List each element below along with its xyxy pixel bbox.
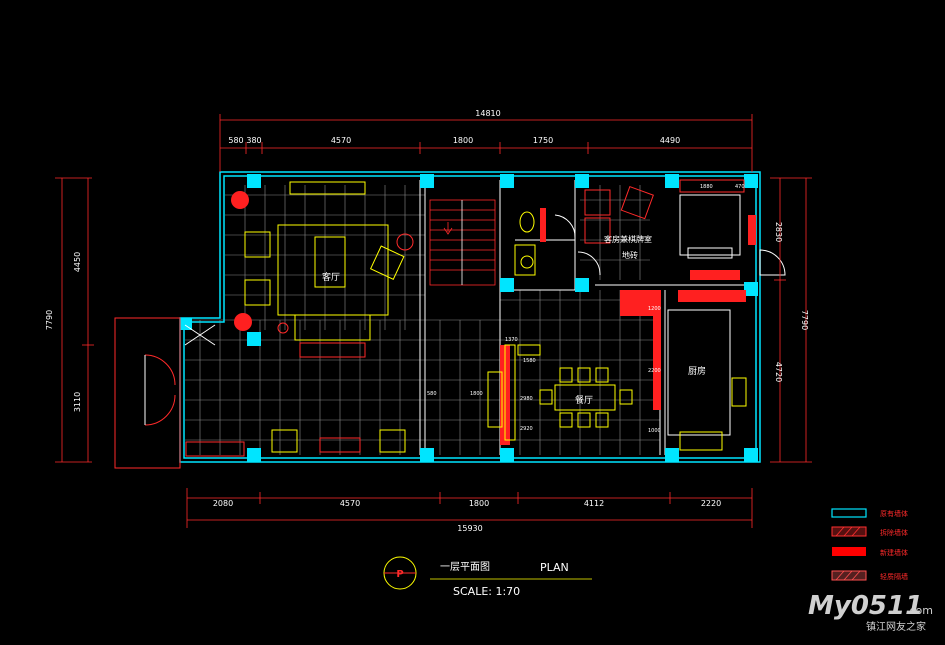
living-furniture: [244, 181, 406, 453]
watermark-sub: 镇江网友之家: [866, 620, 926, 633]
title-cn: 一层平面图: [440, 561, 490, 573]
site-watermark-logo: My0511 .com 镇江网友之家: [808, 591, 933, 633]
entry-door: [114, 317, 216, 469]
dim-left-seg: 3110: [73, 392, 82, 412]
inner-dim: 1880: [700, 184, 713, 190]
staircase: [429, 199, 496, 286]
guest-door-swing: [577, 251, 601, 276]
room-label-kitchen: 厨房: [688, 365, 706, 377]
inner-dim: 1200: [648, 306, 661, 312]
dim-top-seg: 4570: [331, 136, 351, 145]
inner-dim: 580: [427, 391, 437, 397]
dim-top-seg: 1750: [533, 136, 553, 145]
bathroom-fixtures: [514, 211, 536, 276]
floor-tile-grid: [185, 185, 660, 455]
inner-dimension-texts: 1800 580 1580 2980 1370 2200 1200 1000 2…: [427, 184, 745, 434]
inner-dim: 1000: [648, 428, 661, 434]
dim-bottom-overall: 15930: [457, 524, 482, 533]
dim-bottom-seg: 1800: [469, 499, 489, 508]
structural-columns: [180, 174, 758, 462]
bath-door: [554, 214, 576, 239]
outer-walls: [179, 171, 761, 463]
inner-dim: 2980: [520, 396, 533, 402]
dim-right-seg: 4720: [774, 362, 783, 382]
watermark-brand: My0511: [808, 591, 923, 621]
top-dimension-texts: 14810 580 380 4570 1800 1750 4490: [228, 109, 680, 145]
inner-dim: 470: [735, 184, 745, 190]
kitchen-fixtures: [667, 309, 747, 451]
room-label-living: 客厅: [322, 271, 340, 283]
inner-dim: 2200: [648, 368, 661, 374]
legend-label: 拆除墙体: [880, 528, 908, 537]
plant-decor: [231, 191, 252, 331]
scale-label: SCALE: 1:70: [453, 585, 520, 598]
dim-bottom-seg: 2220: [701, 499, 721, 508]
guest-red-wall: [748, 215, 756, 245]
room-label-guest: 客房兼棋牌室: [604, 234, 652, 244]
dim-bottom-seg: 4570: [340, 499, 360, 508]
dim-right-overall: 7790: [800, 310, 809, 330]
guest-door: [759, 249, 786, 276]
legend: 原有墙体 拆除墙体 新建墙体 轻质隔墙: [831, 508, 908, 581]
title-block: P 一层平面图 PLAN SCALE: 1:70: [383, 556, 592, 598]
dim-top-seg: 4490: [660, 136, 680, 145]
legend-label: 轻质隔墙: [880, 572, 908, 581]
living-red-items: [185, 233, 414, 457]
room-labels: 客厅 客房兼棋牌室 地砖 餐厅 厨房: [322, 234, 706, 406]
guest-room-furniture: [584, 179, 745, 244]
dim-left-seg: 4450: [73, 252, 82, 272]
dim-right-seg: 2830: [774, 222, 783, 242]
title-en: PLAN: [540, 561, 569, 574]
dim-left-overall: 7790: [45, 310, 54, 330]
legend-label: 原有墙体: [880, 509, 908, 518]
right-dimension-texts: 7790 2830 4720: [774, 222, 809, 382]
inner-dim: 2920: [520, 426, 533, 432]
title-symbol-letter: P: [396, 569, 403, 580]
guest-bed: [679, 194, 741, 259]
left-dimension-texts: 7790 4450 3110: [45, 252, 82, 412]
dimension-lines: [55, 114, 812, 528]
dining-furniture: [487, 344, 633, 441]
dim-top-seg: 580: [228, 136, 243, 145]
bottom-dimension-texts: 2080 4570 1800 4112 2220 15930: [213, 499, 721, 533]
legend-label: 新建墙体: [880, 548, 908, 557]
room-label-ground: 地砖: [622, 250, 638, 260]
watermark-domain: .com: [906, 604, 933, 617]
inner-dim: 1800: [470, 391, 483, 397]
room-label-dining: 餐厅: [575, 394, 593, 406]
dim-top-overall: 14810: [475, 109, 500, 118]
inner-dim: 1580: [523, 358, 536, 364]
dim-bottom-seg: 2080: [213, 499, 233, 508]
inner-dim: 1370: [505, 337, 518, 343]
dim-top-seg: 1800: [453, 136, 473, 145]
dim-top-seg: 380: [246, 136, 261, 145]
dim-bottom-seg: 4112: [584, 499, 604, 508]
